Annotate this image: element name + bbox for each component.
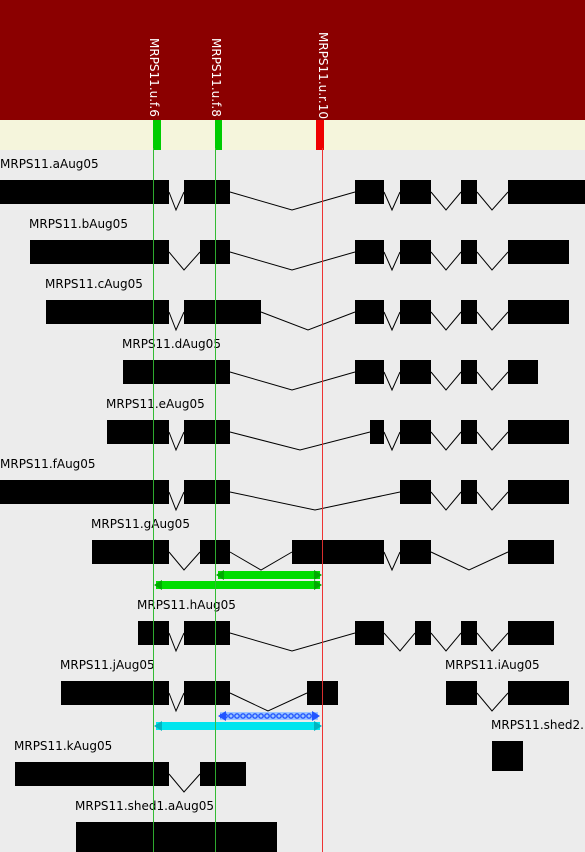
exon bbox=[0, 180, 169, 204]
exon bbox=[508, 240, 569, 264]
transcript-label-b[interactable]: MRPS11.bAug05 bbox=[29, 217, 128, 231]
transcript-g: MRPS11.gAug05 bbox=[91, 517, 554, 572]
transcript-h: MRPS11.hAug05 bbox=[137, 598, 554, 653]
exon bbox=[184, 420, 230, 444]
amplicon-blue-patterned bbox=[218, 711, 320, 721]
transcript-label-a[interactable]: MRPS11.aAug05 bbox=[0, 157, 99, 171]
exon bbox=[400, 180, 431, 204]
exon bbox=[292, 540, 384, 564]
exon bbox=[184, 480, 230, 504]
exon bbox=[61, 681, 169, 705]
exon bbox=[76, 822, 277, 852]
probe-track-band bbox=[0, 120, 585, 150]
transcript-i: MRPS11.iAug05 bbox=[445, 658, 569, 712]
exon bbox=[461, 420, 477, 444]
exon bbox=[508, 420, 569, 444]
transcript-label-k[interactable]: MRPS11.kAug05 bbox=[14, 739, 112, 753]
exon bbox=[415, 621, 431, 645]
exon bbox=[30, 240, 169, 264]
exon bbox=[461, 360, 477, 384]
probe-label-r10: MRPS11.u.r.10 bbox=[316, 32, 330, 119]
probe-header-band bbox=[0, 0, 585, 120]
exon bbox=[461, 240, 477, 264]
exon bbox=[184, 621, 230, 645]
exon bbox=[370, 420, 384, 444]
transcript-shed1: MRPS11.shed1.aAug05 bbox=[75, 799, 277, 852]
amplicon-green-upper bbox=[216, 570, 322, 580]
exon bbox=[508, 540, 554, 564]
intron-line bbox=[168, 191, 185, 212]
exon bbox=[508, 480, 569, 504]
exon bbox=[508, 681, 569, 705]
transcript-label-j[interactable]: MRPS11.jAug05 bbox=[60, 658, 155, 672]
transcript-label-e[interactable]: MRPS11.eAug05 bbox=[106, 397, 205, 411]
exon bbox=[200, 762, 246, 786]
transcript-label-c[interactable]: MRPS11.cAug05 bbox=[45, 277, 143, 291]
exon bbox=[184, 300, 261, 324]
exon bbox=[400, 240, 431, 264]
transcript-label-shed1[interactable]: MRPS11.shed1.aAug05 bbox=[75, 799, 214, 813]
transcript-shed2: MRPS11.shed2. bbox=[491, 718, 584, 771]
transcript-j: MRPS11.jAug05 bbox=[60, 658, 338, 713]
exon bbox=[400, 540, 431, 564]
exon bbox=[400, 480, 431, 504]
exon bbox=[184, 681, 230, 705]
exon bbox=[400, 360, 431, 384]
exon bbox=[400, 300, 431, 324]
transcript-label-i[interactable]: MRPS11.iAug05 bbox=[445, 658, 540, 672]
exon bbox=[46, 300, 169, 324]
exon bbox=[461, 621, 477, 645]
amplicon-cyan bbox=[154, 721, 322, 731]
exon bbox=[123, 360, 230, 384]
probe-marker-f8 bbox=[215, 120, 222, 150]
exon bbox=[355, 360, 384, 384]
transcript-f: MRPS11.fAug05 bbox=[0, 457, 569, 512]
transcript-label-g[interactable]: MRPS11.gAug05 bbox=[91, 517, 190, 531]
transcript-e: MRPS11.eAug05 bbox=[106, 397, 569, 452]
exon bbox=[446, 681, 477, 705]
amplicon-green-lower bbox=[154, 580, 322, 590]
exon bbox=[355, 300, 384, 324]
exon bbox=[107, 420, 169, 444]
exon bbox=[15, 762, 169, 786]
exon bbox=[184, 180, 230, 204]
exon bbox=[355, 180, 384, 204]
transcript-d: MRPS11.dAug05 bbox=[122, 337, 538, 392]
exon bbox=[461, 180, 477, 204]
transcript-a: MRPS11.aAug05 bbox=[0, 157, 585, 212]
exon bbox=[461, 300, 477, 324]
transcript-label-f[interactable]: MRPS11.fAug05 bbox=[0, 457, 96, 471]
exon bbox=[0, 480, 169, 504]
transcript-label-d[interactable]: MRPS11.dAug05 bbox=[122, 337, 221, 351]
probe-label-f6: MRPS11.u.f.6 bbox=[147, 38, 161, 117]
exon bbox=[508, 360, 538, 384]
transcript-label-h[interactable]: MRPS11.hAug05 bbox=[137, 598, 236, 612]
transcript-k: MRPS11.kAug05 bbox=[14, 739, 246, 793]
transcript-c: MRPS11.cAug05 bbox=[45, 277, 569, 332]
probe-label-f8: MRPS11.u.f.8 bbox=[209, 38, 223, 117]
probe-marker-f6 bbox=[153, 120, 161, 150]
probe-marker-r10 bbox=[316, 120, 324, 150]
exon bbox=[355, 240, 384, 264]
exon bbox=[492, 741, 523, 771]
exon bbox=[92, 540, 169, 564]
exon bbox=[400, 420, 431, 444]
exon bbox=[508, 621, 554, 645]
exon bbox=[508, 180, 585, 204]
transcript-label-shed2[interactable]: MRPS11.shed2. bbox=[491, 718, 584, 732]
transcript-b: MRPS11.bAug05 bbox=[29, 217, 569, 272]
exon bbox=[355, 621, 384, 645]
exon bbox=[508, 300, 569, 324]
exon bbox=[461, 480, 477, 504]
